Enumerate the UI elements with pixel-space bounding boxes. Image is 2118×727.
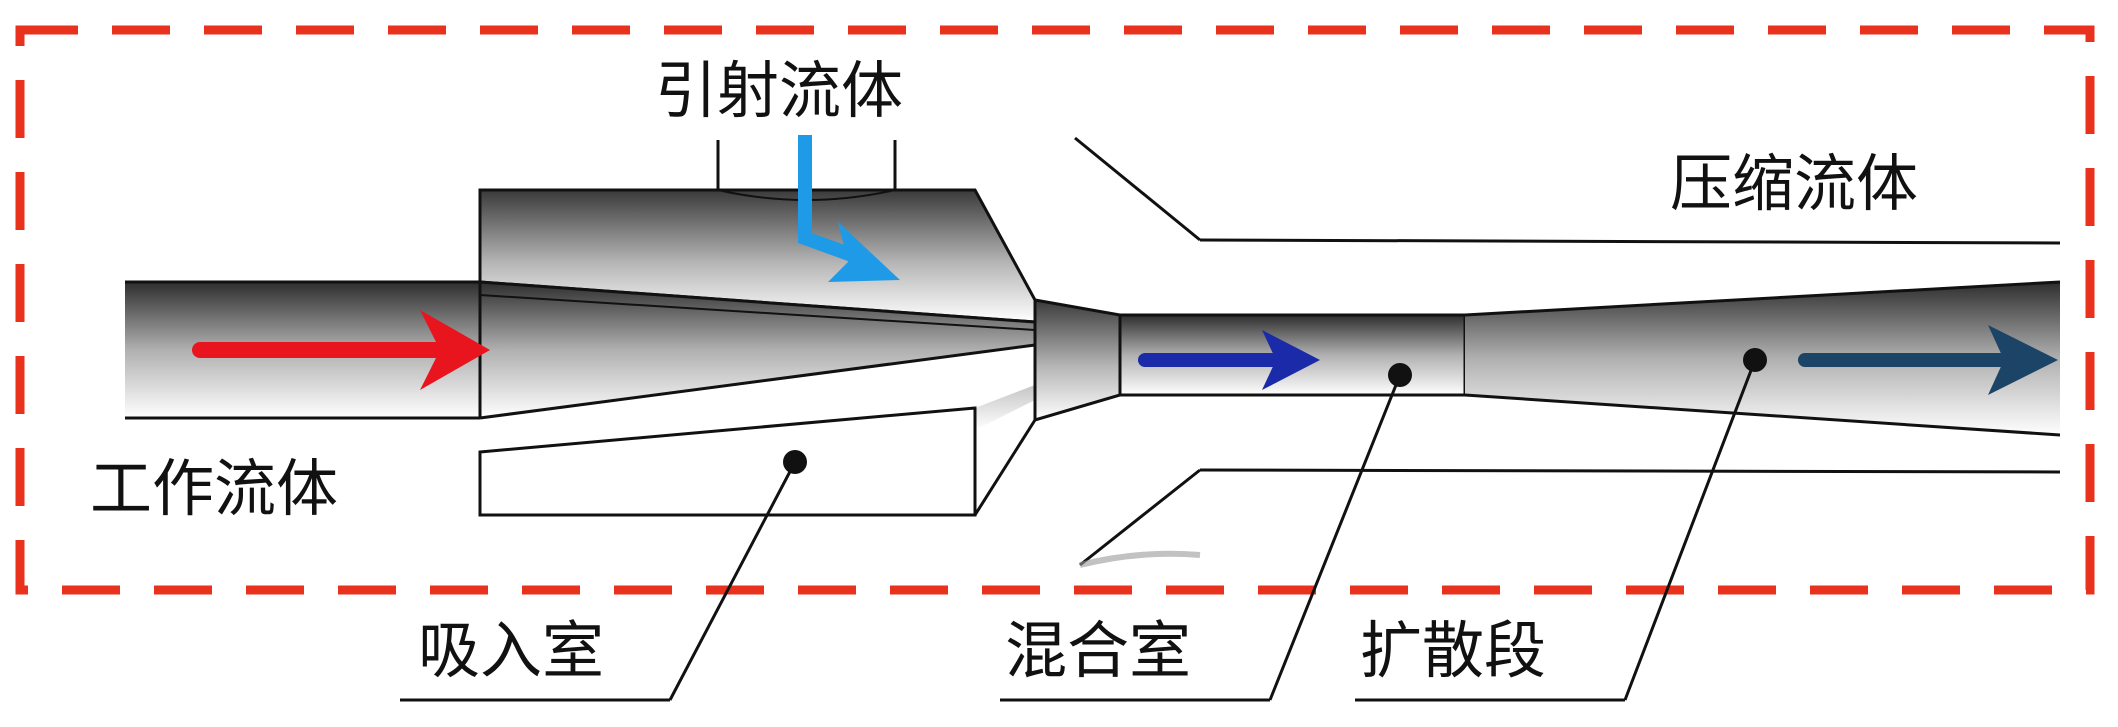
motive-fluid-label: 工作流体 — [90, 452, 338, 525]
suction-chamber-label: 吸入室 — [418, 614, 604, 687]
outlet-flow-arrow — [1798, 325, 2058, 395]
entrained-fluid-label: 引射流体 — [655, 54, 903, 127]
motive-flow-arrow — [192, 310, 490, 390]
mixing-flow-arrow — [1138, 330, 1320, 390]
diffuser-label: 扩散段 — [1360, 614, 1546, 687]
suction-chamber-lower — [478, 385, 1037, 517]
motive-nozzle — [478, 280, 1036, 420]
mixing-inlet-cone — [1033, 298, 1122, 423]
control-boundary — [15, 25, 2095, 595]
suction-chamber-leader — [400, 450, 807, 702]
mixing-chamber-leader — [1000, 363, 1412, 702]
diffuser-leader — [1355, 348, 1767, 702]
compressed-fluid-label: 压缩流体 — [1670, 147, 1918, 220]
mixing-chamber-label: 混合室 — [1005, 614, 1191, 687]
entrained-flow-arrow — [798, 135, 900, 282]
outer-casing — [1074, 136, 2061, 568]
